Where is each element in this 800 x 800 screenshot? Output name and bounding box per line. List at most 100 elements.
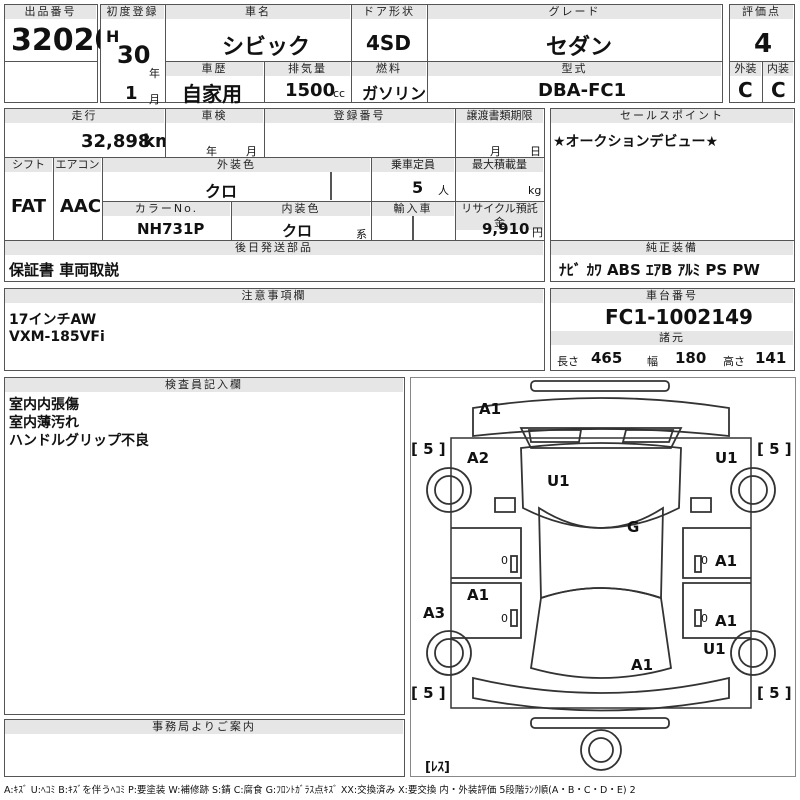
damage-mark: A1 <box>715 612 738 630</box>
exterior-cell: 外装 C <box>729 61 763 103</box>
inspection-label: 車検 <box>166 109 263 123</box>
later-parts-cell: 後日発送部品 保証書 車両取説 <box>4 240 545 282</box>
inspection-cell: 車検 年 月 <box>165 108 265 158</box>
door: 4SD <box>366 31 411 55</box>
damage-mark: U1 <box>547 472 570 490</box>
inspector-line-3: ハンドルグリップ不良 <box>9 433 149 449</box>
door-cell: ドア形状 4SD <box>351 4 428 62</box>
grade-label: グレード <box>428 5 721 19</box>
damage-mark: A1 <box>631 656 654 674</box>
interior-grade: C <box>771 78 786 102</box>
interior-label: 内装 <box>763 62 793 76</box>
year-unit: 年 <box>149 67 160 80</box>
exterior-label: 外装 <box>730 62 761 76</box>
chassis-number: FC1-1002149 <box>605 305 753 329</box>
notes-line-1: 17インチAW <box>9 312 97 328</box>
displacement: 1500 <box>285 80 336 101</box>
first-reg-label: 初度登録 <box>101 5 164 19</box>
import-cell: 輸入車 <box>371 201 456 241</box>
ext-color-cell: 外装色 クロ <box>102 157 372 202</box>
chassis-label: 車台番号 <box>551 289 793 303</box>
reg-no-label: 登録番号 <box>265 109 454 123</box>
exterior-grade: C <box>738 78 753 102</box>
grade-cell: グレード セダン <box>427 4 723 62</box>
width: 180 <box>675 349 707 367</box>
damage-mark: A1 <box>467 586 490 604</box>
displacement-unit: cc <box>333 87 346 100</box>
spare-tire-label: [ﾚｽ] <box>425 760 450 775</box>
notes-label: 注意事項欄 <box>5 289 543 303</box>
later-parts: 保証書 車両取説 <box>9 261 120 279</box>
later-parts-label: 後日発送部品 <box>5 241 543 255</box>
zero-mark: 0 <box>501 554 508 567</box>
capacity: 5 <box>412 178 424 197</box>
color-no-cell: カラーNo. NH731P <box>102 201 232 241</box>
first-reg-cell: 初度登録 H 30 年 1 月 <box>100 4 166 106</box>
transfer-cell: 譲渡書類期限 月 日 <box>455 108 545 158</box>
zero-mark: 0 <box>501 612 508 625</box>
interior-cell: 内装 C <box>762 61 795 103</box>
inspector-line-2: 室内薄汚れ <box>9 415 79 431</box>
color-no: NH731P <box>137 220 205 238</box>
grade: セダン <box>546 35 613 60</box>
damage-mark: U1 <box>715 449 738 467</box>
inspector-label: 検査員記入欄 <box>5 378 403 392</box>
int-color-cell: 内装色 クロ 系 <box>231 201 372 241</box>
history-cell: 車歴 自家用 <box>165 61 265 106</box>
ext-color-divider <box>330 172 332 200</box>
max-load-label: 最大積載量 <box>456 158 543 172</box>
shift-cell: シフト FAT <box>4 157 54 241</box>
car-outline <box>426 380 776 771</box>
tire-tread-front-left: [ 5 ] <box>411 440 446 458</box>
model: DBA-FC1 <box>538 80 627 101</box>
recycle-label: リサイクル預託金 <box>456 202 543 230</box>
transfer-day-unit: 日 <box>530 145 541 158</box>
ac: AAC <box>60 196 102 217</box>
tire-tread-front-right: [ 5 ] <box>757 440 792 458</box>
ext-color: クロ <box>205 182 238 201</box>
damage-mark: A2 <box>467 449 490 467</box>
transfer-month-unit: 月 <box>490 145 501 158</box>
damage-mark: G <box>627 518 640 536</box>
length-label: 長さ <box>557 355 579 368</box>
max-load-unit: kg <box>528 184 542 197</box>
model-label: 型式 <box>428 62 721 76</box>
shift: FAT <box>11 196 47 217</box>
legend: A:ｷｽﾞ U:ﾍｺﾐ B:ｷｽﾞを伴うﾍｺﾐ P:要塗装 W:補修跡 S:錆 … <box>4 785 636 796</box>
import-divider <box>412 216 414 240</box>
mileage-label: 走行 <box>5 109 164 123</box>
mileage-cell: 走行 32,898 km <box>4 108 174 158</box>
reg-year: 30 <box>117 41 151 69</box>
recycle: 9,910 <box>482 220 530 238</box>
door-label: ドア形状 <box>352 5 426 19</box>
reg-month: 1 <box>125 83 138 104</box>
damage-mark: A1 <box>479 400 502 418</box>
damage-diagram: A1 A2 U1 U1 G A1 A1 A3 A1 U1 A1 0 0 0 0 … <box>410 377 796 777</box>
height-label: 高さ <box>723 355 745 368</box>
int-color: クロ <box>282 222 313 240</box>
damage-mark: A3 <box>423 604 446 622</box>
ac-cell: エアコン AAC <box>53 157 103 241</box>
equipment-label: 純正装備 <box>551 241 793 255</box>
fuel: ガソリン <box>362 84 427 103</box>
length: 465 <box>591 349 623 367</box>
mileage: 32,898 <box>81 131 151 152</box>
capacity-cell: 乗車定員 5 人 <box>371 157 456 202</box>
width-label: 幅 <box>647 355 658 368</box>
damage-mark: U1 <box>703 640 726 658</box>
recycle-cell: リサイクル預託金 9,910 円 <box>455 201 545 241</box>
inspection-month-unit: 月 <box>246 145 257 158</box>
recycle-unit: 円 <box>532 226 543 239</box>
ac-label: エアコン <box>54 158 101 172</box>
zero-mark: 0 <box>701 612 708 625</box>
spec-label: 諸元 <box>551 331 793 345</box>
sales-point-label: セールスポイント <box>551 109 793 123</box>
damage-mark: A1 <box>715 552 738 570</box>
max-load-cell: 最大積載量 kg <box>455 157 545 202</box>
notes-line-2: VXM-185VFi <box>9 329 105 345</box>
office-cell: 事務局よりご案内 <box>4 719 405 777</box>
zero-mark: 0 <box>701 554 708 567</box>
office-label: 事務局よりご案内 <box>5 720 403 734</box>
month-unit: 月 <box>149 93 160 106</box>
ext-color-label: 外装色 <box>103 158 370 172</box>
